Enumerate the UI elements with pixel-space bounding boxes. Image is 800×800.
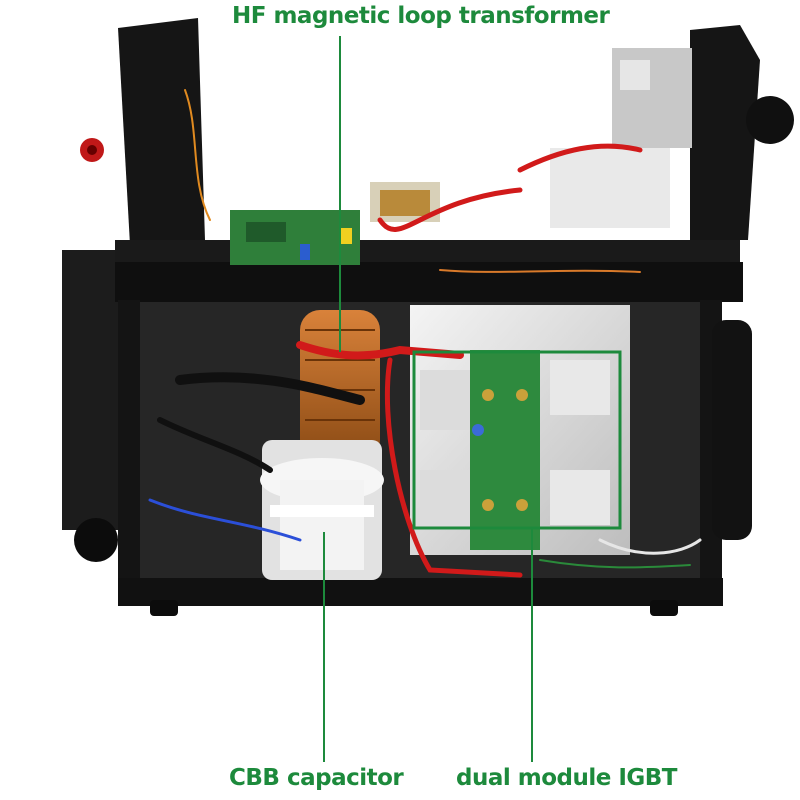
transformer-label: HF magnetic loop transformer [232, 3, 610, 29]
igbt-label: dual module IGBT [456, 765, 678, 791]
annotation-lines [323, 36, 622, 762]
cbb-capacitor [260, 440, 384, 580]
wiring [148, 89, 702, 578]
aux-transformer [370, 182, 440, 222]
panel-plate [550, 148, 670, 228]
welder-chassis [62, 18, 794, 616]
relay-block [612, 48, 692, 148]
igbt-board [420, 350, 610, 550]
capacitor-label: CBB capacitor [229, 765, 404, 791]
control-pcb [230, 210, 360, 265]
